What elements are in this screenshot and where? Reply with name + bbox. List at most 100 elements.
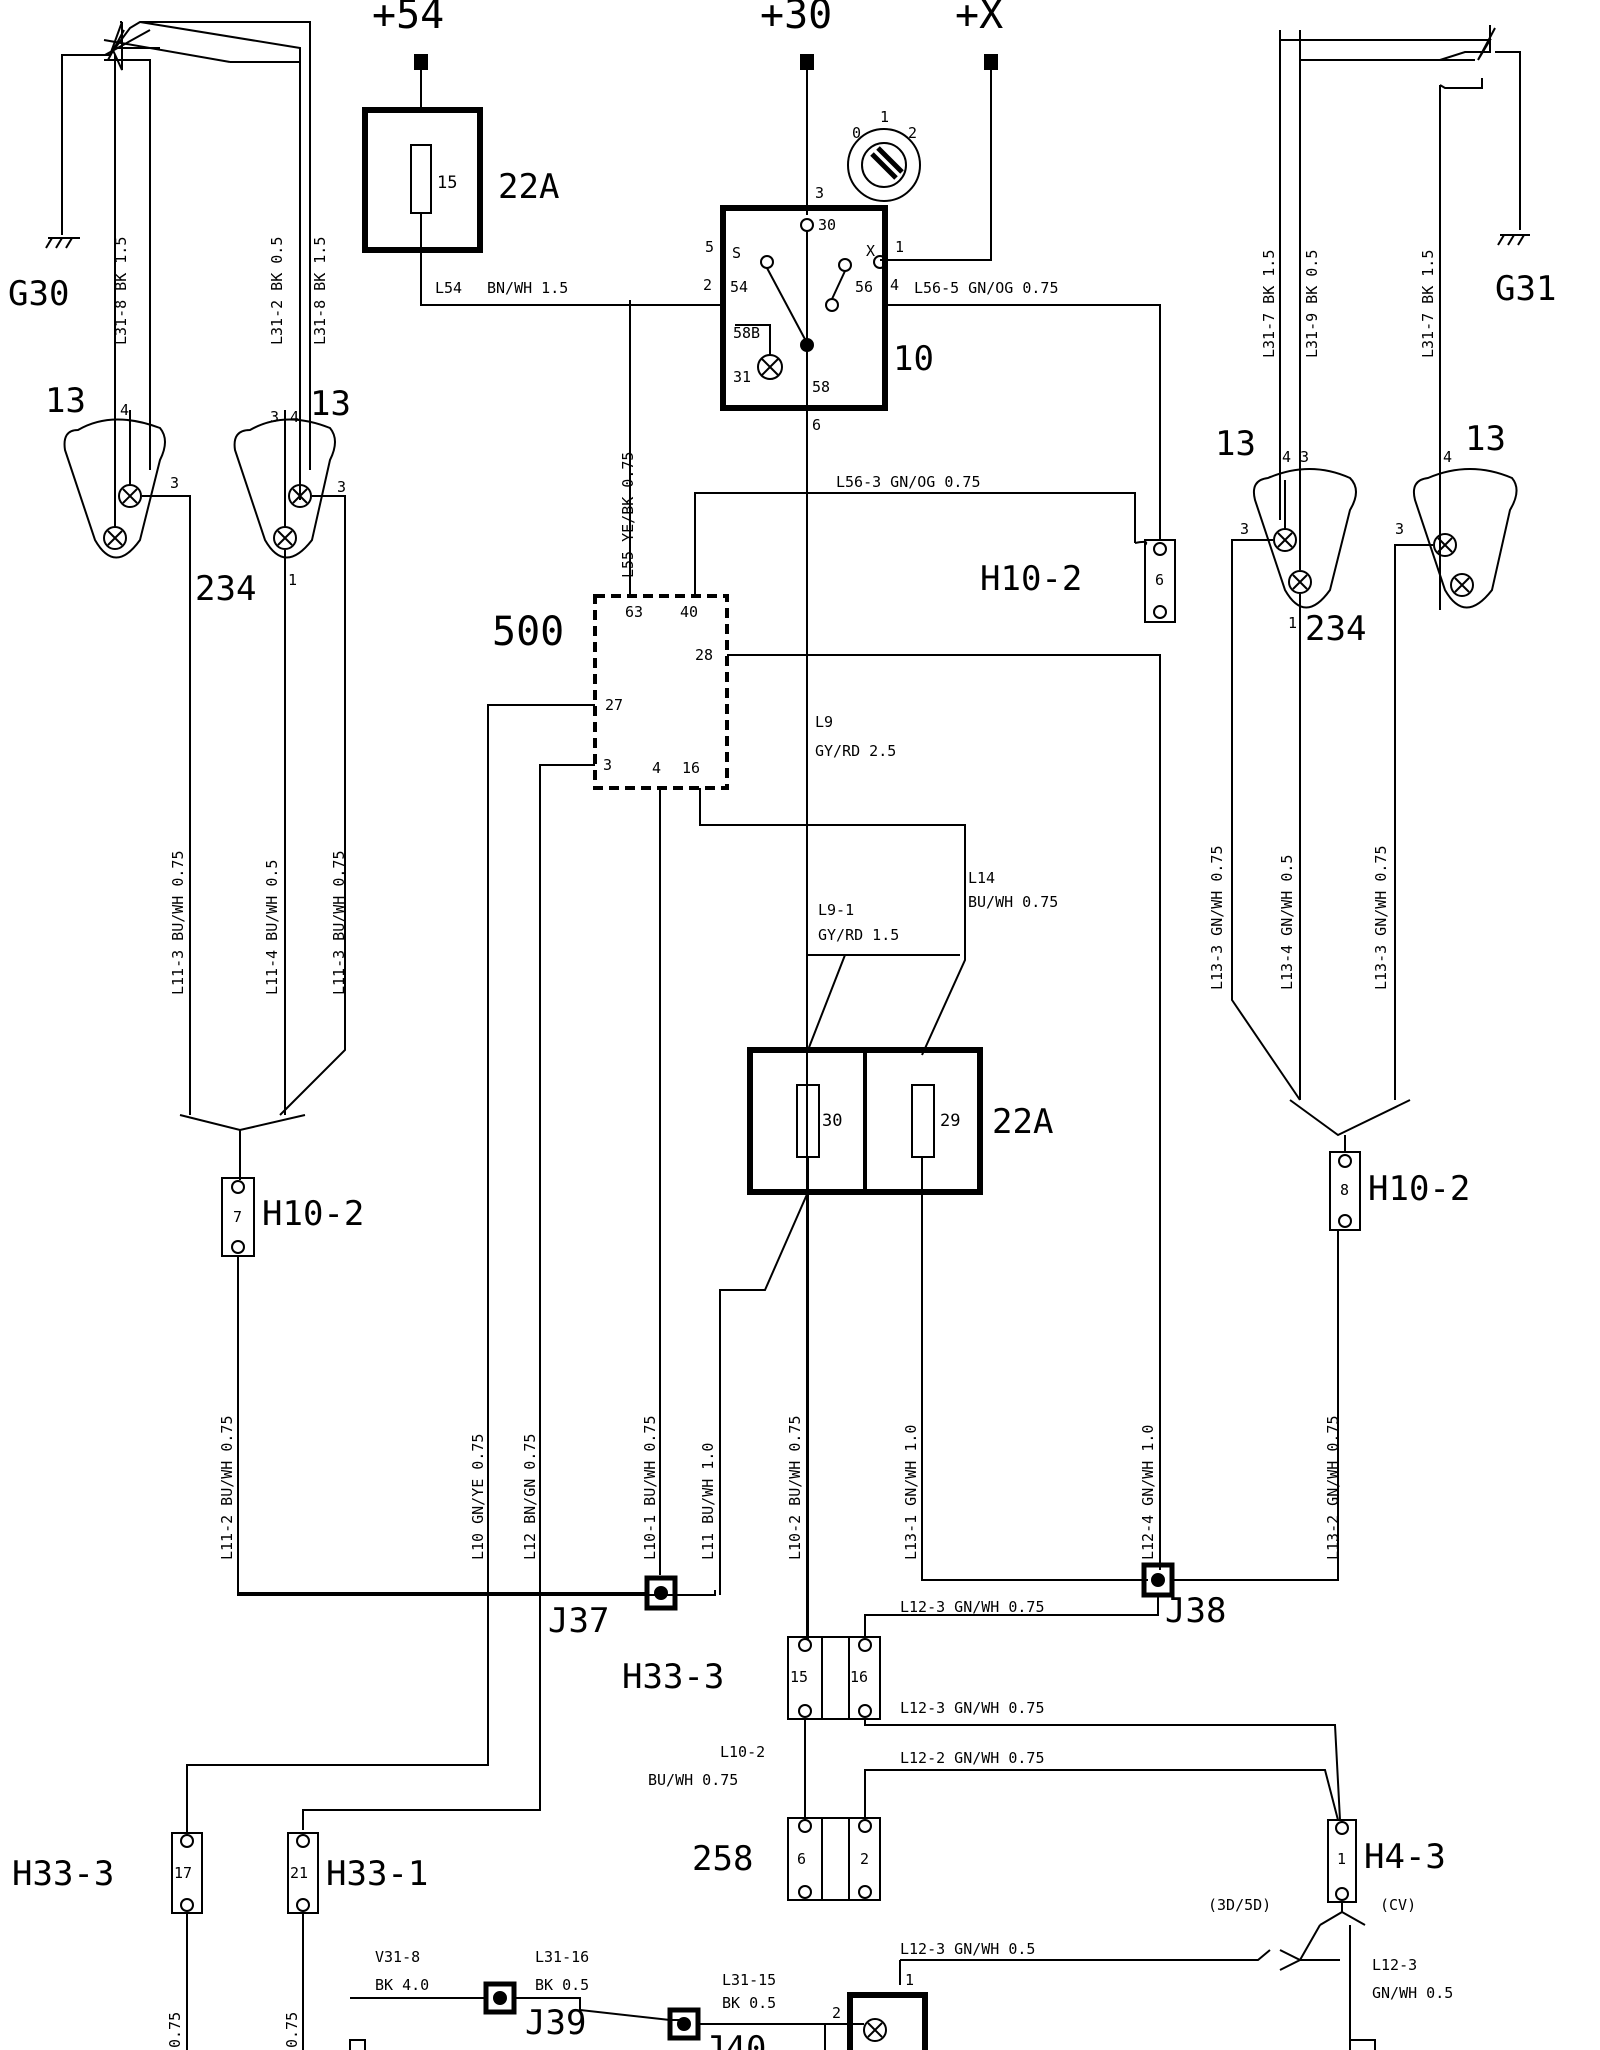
lamp-13-right1 [1252, 468, 1357, 609]
sw-pin-3: 3 [815, 184, 824, 202]
lamp-pin: 1 [288, 571, 297, 589]
wire-l9-color: GY/RD 2.5 [815, 742, 896, 760]
h10-2-top-label: H10-2 [980, 559, 1082, 599]
lamp-pin: 1 [1288, 614, 1297, 632]
module-500-label: 500 [492, 609, 564, 655]
wire-l11-4: L11-4 BU/WH 0.5 [263, 860, 281, 995]
wire-l12-3-bottom: L12-3 GN/WH 0.5 [900, 1940, 1035, 1958]
c258-label: 258 [692, 1839, 753, 1879]
fuse-box-22a-mid-label: 22A [992, 1102, 1053, 1142]
connector-258 [787, 1817, 881, 1901]
junction-j37 [644, 1575, 678, 1611]
vertical-labels: L31-8 BK 1.5 L31-2 BK 0.5 L31-8 BK 1.5 L… [112, 237, 1437, 2048]
sw-pin-s: S [732, 244, 741, 262]
wire-l31-16: L31-16 [535, 1948, 589, 1966]
wire-l56-5: L56-5 GN/OG 0.75 [914, 279, 1059, 297]
h10-2-left-pin: 7 [233, 1208, 242, 1226]
c258-pin-2: 2 [860, 1850, 869, 1868]
lamp-13-left-label: 13 [45, 381, 86, 421]
supply-54-label: +54 [372, 0, 444, 38]
wire-l31-9: L31-9 BK 0.5 [1303, 250, 1321, 358]
wire-l12-3-h33: L12-3 GN/WH 0.75 [900, 1699, 1045, 1717]
h4-3-pin: 1 [1337, 1850, 1346, 1868]
wire-l10-1: L10-1 BU/WH 0.75 [641, 1416, 659, 1561]
wire-l11-2: L11-2 BU/WH 0.75 [218, 1416, 236, 1561]
wire-l31-15: L31-15 [722, 1971, 776, 1989]
bulb-234-left-label: 234 [195, 569, 256, 609]
lamp-pin: 3 [1300, 448, 1309, 466]
wire-l55: L55 YE/BK 0.75 [619, 452, 637, 578]
c258-pin-6: 6 [797, 1850, 806, 1868]
wire-l13-4: L13-4 GN/WH 0.5 [1278, 855, 1296, 990]
lamp-13-mid-label: 13 [310, 384, 351, 424]
h10-2-left-label: H10-2 [262, 1194, 364, 1234]
wire-bottom-left-b: 0.75 [283, 2012, 301, 2048]
wire-l14: L14 [968, 869, 995, 887]
lamp-pin: 3 [170, 474, 179, 492]
wire-l10-2: L10-2 BU/WH 0.75 [786, 1416, 804, 1561]
connector-h10-2-top [1144, 539, 1176, 623]
wire-l12-2: L12-2 GN/WH 0.75 [900, 1749, 1045, 1767]
j38-label: J38 [1165, 1591, 1226, 1631]
wire-l13-2: L13-2 GN/WH 0.75 [1324, 1416, 1342, 1561]
lamp-13-r1-label: 13 [1215, 424, 1256, 464]
h33-1-pin: 21 [290, 1864, 308, 1882]
supply-x-label: +X [955, 0, 1003, 38]
wire-l13-3-a: L13-3 GN/WH 0.75 [1208, 846, 1226, 991]
wire-l31-8-a: L31-8 BK 1.5 [112, 237, 130, 345]
fuse-box-22a-mid [747, 1047, 983, 1195]
mod-pin-28: 28 [695, 646, 713, 664]
fuse-box-22a-top-label: 22A [498, 167, 559, 207]
wire-l13-1: L13-1 GN/WH 1.0 [902, 1425, 920, 1560]
wire-l12: L12 BN/GN 0.75 [521, 1434, 539, 1560]
h33-1-label: H33-1 [326, 1854, 428, 1894]
wire-l11: L11 BU/WH 1.0 [699, 1443, 717, 1560]
mod-pin-16: 16 [682, 759, 700, 777]
wire-l9-1: L9-1 [818, 901, 854, 919]
wire-l12-3-right: L12-3 [1372, 1956, 1417, 1974]
wire-l12-3-j38: L12-3 GN/WH 0.75 [900, 1598, 1045, 1616]
wire-l11-3-b: L11-3 BU/WH 0.75 [330, 851, 348, 996]
junction-j39 [483, 1981, 517, 2015]
variant-cv: (CV) [1380, 1896, 1416, 1914]
sw-pin-5: 5 [705, 238, 714, 256]
sw-pin-x: X [866, 242, 875, 260]
wire-l54: L54 [435, 279, 462, 297]
fuse-box-22a-top [362, 107, 483, 253]
wire-l31-8-b: L31-8 BK 1.5 [311, 237, 329, 345]
j39-label: J39 [525, 2003, 586, 2043]
fuse-15-label: 15 [437, 173, 457, 193]
ignition-key-icon [847, 128, 921, 202]
lamp-pin: 3 [337, 478, 346, 496]
wire-bottom-left-a: 0.75 [166, 2012, 184, 2048]
fuse-30-label: 30 [822, 1111, 842, 1131]
ground-g30-label: G30 [8, 274, 69, 314]
ign-pos-2: 2 [908, 124, 917, 142]
wire-l9-1-color: GY/RD 1.5 [818, 926, 899, 944]
connector-h33-3-upper [787, 1636, 881, 1720]
j37-label: J37 [548, 1601, 609, 1641]
junction-j40 [667, 2007, 701, 2041]
fuse-29-label: 29 [940, 1111, 960, 1131]
sw-pin-30: 30 [818, 216, 836, 234]
h4-3-label: H4-3 [1364, 1837, 1446, 1877]
lamp-pin: 3 [1240, 520, 1249, 538]
mod-pin-3: 3 [603, 756, 612, 774]
wire-l10-2-a: L10-2 [720, 1743, 765, 1761]
wire-v31-8: V31-8 [375, 1948, 420, 1966]
ground-g31-label: G31 [1495, 269, 1556, 309]
h10-2-right-label: H10-2 [1368, 1169, 1470, 1209]
h33-3-lower-label: H33-3 [12, 1854, 114, 1894]
labels: +54 +30 +X G30 G31 15 22A 10 3 30 5 S X … [8, 0, 1556, 2050]
wire-l56-3: L56-3 GN/OG 0.75 [836, 473, 981, 491]
lamp-bottom-pin-1: 1 [905, 1971, 914, 1989]
switch-10-label: 10 [893, 339, 934, 379]
sw-pin-2: 2 [703, 276, 712, 294]
sw-pin-6: 6 [812, 416, 821, 434]
ground-g30-symbol [45, 237, 80, 249]
j40-label: J40 [705, 2029, 766, 2050]
wire-l11-3-a: L11-3 BU/WH 0.75 [169, 851, 187, 996]
sw-pin-1: 1 [895, 238, 904, 256]
lamp-pin: 3 [1395, 520, 1404, 538]
